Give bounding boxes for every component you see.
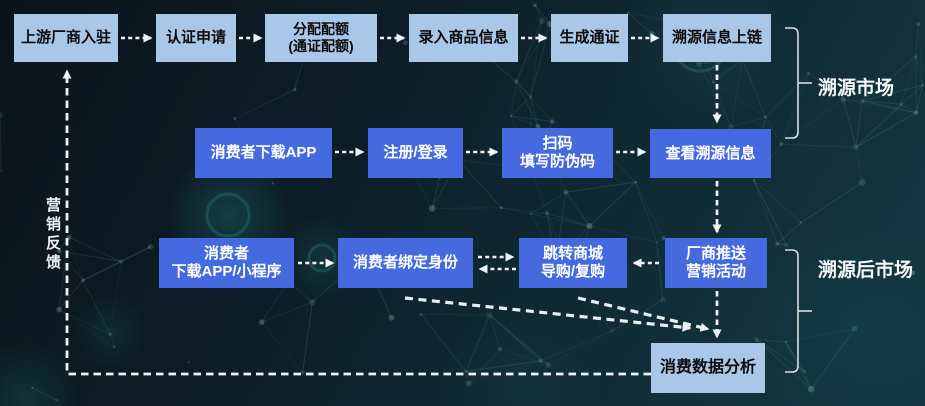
- label-marketing-feedback: 营销反馈: [44, 197, 61, 273]
- node-product-entry: 录入商品信息: [409, 14, 518, 62]
- node-vendor-push-marketing: 厂商推送 营销活动: [665, 238, 767, 288]
- node-mall-guide-repurchase: 跳转商城 导购/复购: [519, 238, 627, 288]
- arrow-mall-to-analysis: [577, 296, 710, 332]
- bracket-aftermarket: [785, 249, 799, 373]
- node-scan-anticounterfeit: 扫码 填写防伪码: [502, 128, 613, 178]
- node-consumption-data-analysis: 消费数据分析: [651, 343, 765, 393]
- label-trace-market: 溯源市场: [818, 78, 895, 99]
- arrow-feedback-loop: [62, 69, 651, 376]
- bracket-market: [785, 27, 799, 139]
- node-supplier-onboard: 上游厂商入驻: [14, 14, 118, 62]
- node-consumer-bind-identity: 消费者绑定身份: [338, 238, 473, 288]
- node-cert-apply: 认证申请: [156, 14, 236, 62]
- node-trace-onchain: 溯源信息上链: [663, 14, 771, 62]
- label-trace-aftermarket: 溯源后市场: [818, 260, 914, 281]
- node-view-trace-info: 查看溯源信息: [650, 129, 771, 178]
- node-consumer-download-miniapp: 消费者 下载APP/小程序: [159, 238, 294, 288]
- node-consumer-download-app: 消费者下载APP: [195, 128, 332, 178]
- node-token-generate: 生成通证: [551, 14, 628, 62]
- arrow-bind-to-analysis: [404, 296, 692, 332]
- node-register-login: 注册/登录: [368, 128, 463, 178]
- node-quota-assign: 分配配额 (通证配额): [265, 14, 377, 62]
